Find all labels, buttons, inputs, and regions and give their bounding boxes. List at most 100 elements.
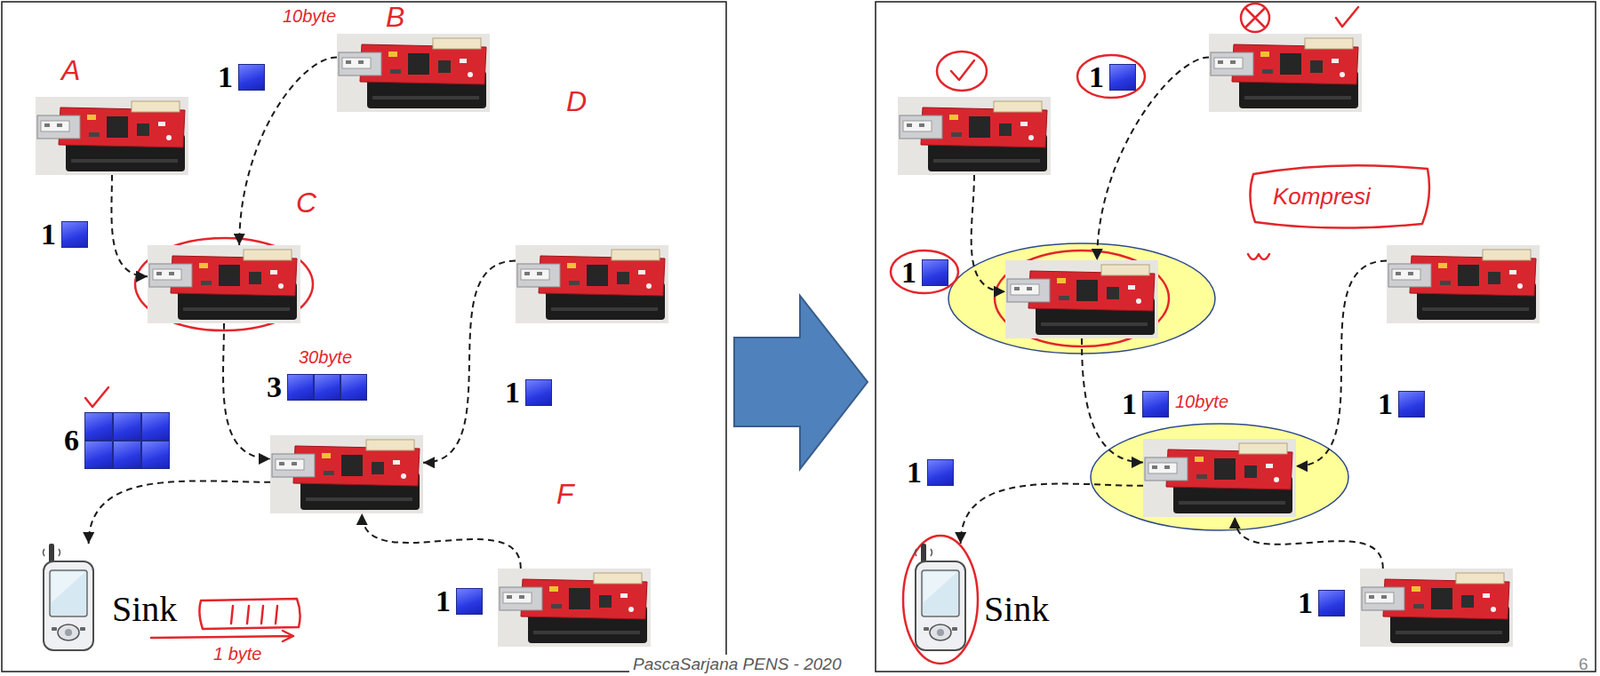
data-packets	[1318, 590, 1345, 617]
data-flow-arrow	[960, 484, 1144, 544]
data-packet	[927, 459, 954, 487]
packet-count: 1	[906, 457, 954, 488]
sensor-mote	[1143, 439, 1296, 518]
data-flow-arrow	[1096, 56, 1209, 261]
mote-photo	[1208, 33, 1362, 112]
aggregation-zone	[948, 243, 1216, 354]
red-squiggle	[1248, 254, 1270, 260]
sensor-mote: B	[336, 33, 490, 112]
edge-label: 1	[1121, 389, 1137, 420]
data-flow-arrow	[971, 175, 1006, 292]
data-packet	[313, 374, 341, 401]
handwritten-note: 1 byte	[213, 645, 262, 664]
node-letter: C	[296, 188, 317, 217]
page-number: 6	[1578, 655, 1589, 675]
footer-text: PascaSarjana PENS - 2020	[629, 655, 845, 675]
red-arrow	[151, 631, 294, 642]
transition-arrow	[734, 296, 868, 470]
data-packet	[141, 412, 170, 441]
sensor-mote	[1005, 260, 1159, 339]
red-circle	[1077, 55, 1145, 98]
check-mark	[85, 387, 109, 408]
data-packets	[1398, 391, 1425, 418]
red-ticks	[231, 606, 278, 624]
data-packet	[340, 374, 368, 401]
data-packets	[84, 412, 170, 470]
handwritten-note: 10byte	[1175, 392, 1229, 411]
red-circle	[994, 250, 1169, 347]
mote-photo	[336, 33, 490, 112]
sensor-mote	[1360, 568, 1513, 648]
data-packet	[141, 440, 170, 470]
mote-photo	[515, 245, 669, 324]
packet-count: 1	[1121, 389, 1169, 420]
packet-count: 1	[1377, 389, 1425, 420]
sensor-mote: A	[35, 96, 189, 176]
red-circle	[936, 51, 987, 91]
packet-count: 1	[901, 257, 949, 288]
panel-frame	[1, 1, 727, 672]
edge-label: 1	[40, 219, 56, 250]
data-packets	[525, 379, 552, 407]
pda-icon	[912, 544, 968, 653]
mote-photo	[1143, 439, 1296, 518]
sensor-mote	[897, 96, 1051, 176]
edge-label: 1	[906, 457, 922, 488]
red-circle	[903, 536, 978, 664]
data-flow-arrow	[88, 480, 271, 544]
red-outline	[1249, 165, 1430, 228]
data-packets	[1142, 391, 1169, 418]
node-letter: B	[385, 2, 405, 32]
sensor-mote: D	[515, 245, 669, 324]
data-flow-arrow	[1234, 517, 1384, 569]
data-packet	[287, 374, 314, 401]
packet-count: 1	[504, 377, 552, 408]
mote-photo	[1005, 260, 1159, 339]
node-label: Sink	[112, 592, 177, 628]
packet-count: 1	[40, 219, 88, 250]
sink-device: Sink	[912, 544, 1049, 653]
data-packets	[921, 259, 949, 287]
data-packet	[84, 440, 113, 470]
data-packets	[238, 64, 265, 91]
sensor-mote	[270, 435, 424, 514]
data-packets	[927, 459, 954, 487]
data-packet	[1109, 64, 1136, 91]
data-packets	[61, 221, 88, 248]
data-flow-arrow	[361, 513, 521, 569]
data-flow-arrow	[1081, 338, 1144, 463]
red-circle	[890, 250, 959, 294]
edge-label: 1	[504, 377, 520, 408]
edge-label: 1	[435, 586, 451, 617]
packet-count: 1	[217, 62, 265, 93]
pda-icon	[40, 544, 96, 653]
node-label: Sink	[984, 592, 1049, 628]
data-packet	[238, 64, 265, 91]
data-packet	[84, 412, 113, 441]
edge-label: 3	[266, 372, 282, 403]
data-packet	[1318, 590, 1345, 617]
mote-photo	[35, 96, 189, 176]
handwritten-marks	[85, 3, 1430, 664]
edge-label: 1	[1377, 389, 1393, 420]
edge-label: 6	[64, 425, 80, 456]
aggregation-zone	[1090, 424, 1349, 531]
mote-photo	[1386, 245, 1540, 324]
sensor-mote: F	[497, 568, 651, 648]
data-flow-arrow	[1296, 261, 1387, 467]
handwritten-note: 10byte	[282, 7, 336, 25]
edge-label: 1	[1088, 62, 1104, 93]
packet-count: 1	[435, 586, 483, 617]
mote-photo	[147, 245, 301, 324]
data-packet	[456, 588, 483, 616]
data-packet	[921, 259, 949, 287]
data-packets	[1109, 64, 1136, 91]
node-letter: A	[61, 56, 80, 85]
data-packet	[61, 221, 88, 248]
data-packet	[112, 412, 142, 441]
red-bracket	[199, 599, 300, 630]
edge-label: 1	[1297, 588, 1313, 619]
panel-frame	[875, 1, 1596, 672]
data-flow-arrow	[223, 323, 271, 459]
